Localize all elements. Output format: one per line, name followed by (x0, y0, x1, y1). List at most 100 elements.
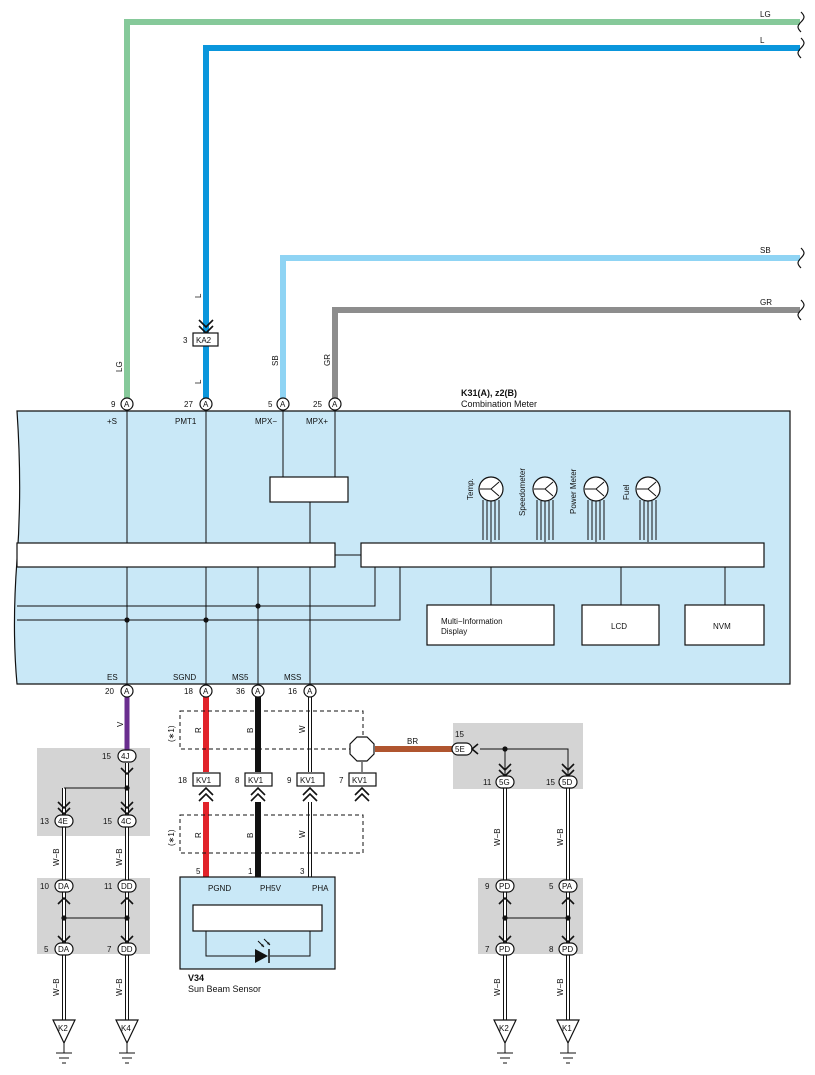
svg-text:15: 15 (455, 730, 464, 739)
wire-label-wb-l4: W−B (115, 978, 124, 996)
meter-top-pins: A 9 A 27 A 5 A 25 (111, 397, 342, 411)
nvm-block (684, 604, 765, 646)
svg-text:18: 18 (178, 776, 187, 785)
gauge-temp-icon: Temp. (466, 476, 504, 540)
sensor-pin-3-num: 3 (300, 867, 305, 876)
splice-octagon-icon (349, 736, 375, 762)
svg-text:A: A (203, 687, 209, 696)
wire-label-wb-r2: W−B (556, 828, 565, 846)
svg-text:PD: PD (499, 945, 510, 954)
svg-text:9: 9 (485, 882, 490, 891)
mid-label-line1: Multi−Information (441, 617, 503, 626)
option-box-lower (179, 814, 364, 854)
wire-break-marks (797, 11, 805, 321)
svg-text:A: A (255, 687, 261, 696)
gauge-fuel-icon: Fuel (622, 476, 661, 540)
wire-label-wb-r4: W−B (556, 978, 565, 996)
svg-text:4J: 4J (121, 752, 129, 761)
svg-text:5: 5 (44, 945, 49, 954)
signal-plus-s: +S (107, 417, 117, 426)
connector-ka2: KA2 3 (183, 319, 219, 347)
svg-text:7: 7 (107, 945, 112, 954)
svg-text:DD: DD (121, 882, 133, 891)
svg-text:K4: K4 (121, 1024, 131, 1033)
svg-text:13: 13 (40, 817, 49, 826)
meter-name: Combination Meter (461, 399, 537, 409)
svg-text:K1: K1 (562, 1024, 572, 1033)
svg-text:15: 15 (103, 817, 112, 826)
wire-label-w-lower: W (298, 830, 307, 838)
meter-left-bus-block (16, 542, 336, 568)
svg-text:18: 18 (184, 687, 193, 696)
svg-text:DD: DD (121, 945, 133, 954)
svg-text:Power Meter: Power Meter (569, 468, 578, 514)
wire-lg (124, 19, 800, 398)
sensor-ref: V34 (188, 973, 204, 983)
gauge-power-meter-icon: Power Meter (569, 468, 609, 540)
wire-l (203, 45, 800, 398)
svg-text:15: 15 (546, 778, 555, 787)
signal-pmt1: PMT1 (175, 417, 197, 426)
signal-mpx-plus: MPX+ (306, 417, 328, 426)
wire-label-sb-right: SB (760, 246, 771, 255)
signal-mss: MSS (284, 673, 301, 682)
svg-text:DA: DA (58, 945, 70, 954)
svg-text:11: 11 (483, 778, 492, 787)
svg-text:KV1: KV1 (300, 776, 316, 785)
svg-text:PD: PD (499, 882, 510, 891)
wire-label-r-upper: R (194, 727, 203, 733)
svg-text:20: 20 (105, 687, 114, 696)
svg-text:Fuel: Fuel (622, 484, 631, 500)
wire-label-wb-l1: W−B (52, 848, 61, 866)
wire-label-l-upper: L (194, 293, 203, 298)
svg-text:K2: K2 (499, 1024, 509, 1033)
wire-label-gr-right: GR (760, 298, 772, 307)
wire-label-wb-r1: W−B (493, 828, 502, 846)
photodiode-icon (205, 931, 311, 963)
svg-text:11: 11 (104, 882, 113, 891)
svg-text:16: 16 (288, 687, 297, 696)
wire-label-lg-right: LG (760, 10, 771, 19)
svg-text:4C: 4C (121, 817, 131, 826)
signal-sgnd: SGND (173, 673, 196, 682)
mid-label-line2: Display (441, 627, 467, 636)
wire-label-br: BR (407, 737, 418, 746)
wire-label-b-lower: B (246, 833, 255, 838)
right-ground-wires (480, 748, 570, 1020)
sensor-pin-5-num: 5 (196, 867, 201, 876)
signal-ms5: MS5 (232, 673, 249, 682)
svg-text:A: A (124, 687, 130, 696)
svg-text:KV1: KV1 (196, 776, 212, 785)
sensor-pin-1-num: 1 (248, 867, 253, 876)
wire-label-gr: GR (323, 354, 332, 366)
connector-kv1-row: KV1 18 KV1 8 KV1 9 KV1 7 (178, 772, 377, 802)
svg-text:DA: DA (58, 882, 70, 891)
svg-text:A: A (307, 687, 313, 696)
option-note-lower: (∗1) (167, 829, 176, 846)
wire-label-sb: SB (271, 355, 280, 366)
svg-text:10: 10 (40, 882, 49, 891)
svg-text:3: 3 (183, 336, 188, 345)
svg-text:KA2: KA2 (196, 336, 212, 345)
multi-information-display-block (426, 604, 555, 646)
svg-text:36: 36 (236, 687, 245, 696)
wire-gr (332, 307, 800, 398)
svg-text:7: 7 (339, 776, 344, 785)
svg-text:8: 8 (235, 776, 240, 785)
svg-text:5D: 5D (562, 778, 572, 787)
svg-text:A: A (124, 400, 130, 409)
svg-text:5: 5 (268, 400, 273, 409)
ground-k2-right-icon: K2 (493, 1019, 517, 1064)
svg-text:PD: PD (562, 945, 573, 954)
wire-label-w-upper: W (298, 725, 307, 733)
meter-right-bus-block (360, 542, 765, 568)
svg-text:Speedometer: Speedometer (518, 468, 527, 516)
ground-k1-icon: K1 (556, 1019, 580, 1064)
sensor-name: Sun Beam Sensor (188, 984, 261, 994)
svg-text:4E: 4E (58, 817, 68, 826)
svg-text:15: 15 (102, 752, 111, 761)
wire-label-wb-r3: W−B (493, 978, 502, 996)
svg-text:A: A (280, 400, 286, 409)
mpx-interface-block (269, 476, 349, 503)
